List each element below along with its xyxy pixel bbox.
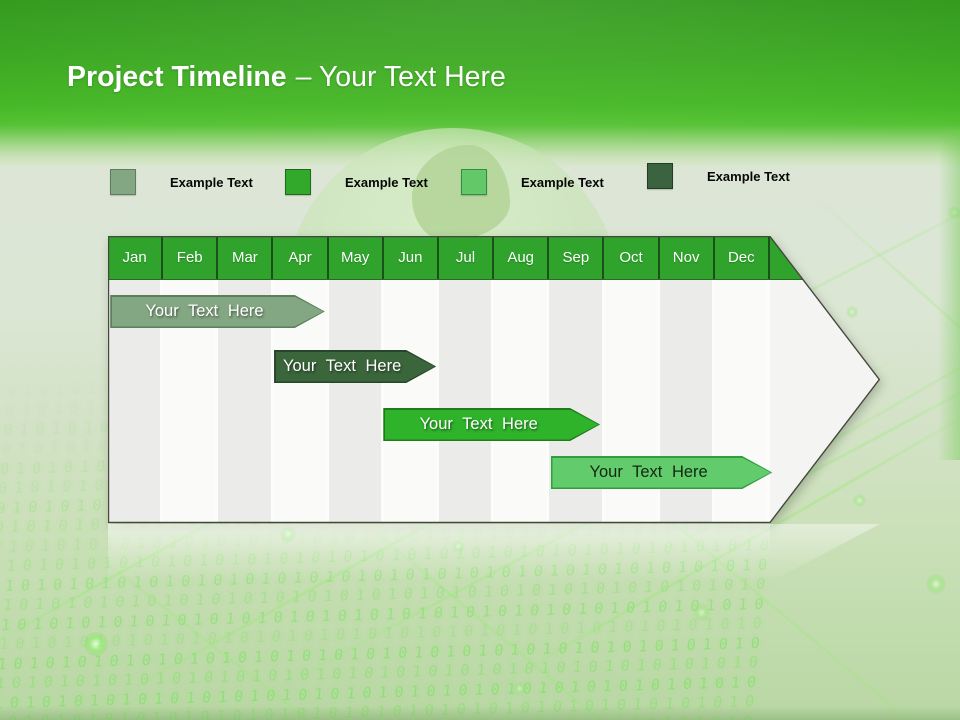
legend-swatch-3: [461, 169, 487, 195]
legend-item-2: Example Text: [285, 169, 428, 195]
legend-swatch-1: [110, 169, 136, 195]
legend-label-placeholder[interactable]: Example Text: [170, 174, 253, 190]
timeline-bar-fill: Your Text Here: [276, 352, 435, 382]
timeline-bar-fill: Your Text Here: [385, 410, 599, 440]
table-reflection: [108, 524, 770, 582]
glow-node: [693, 604, 710, 621]
legend-item-1: Example Text: [110, 169, 253, 195]
timeline-bar-4[interactable]: Your Text Here: [551, 456, 772, 489]
legend-swatch-4: [647, 163, 673, 189]
timeline-bar-label: Your Text Here: [589, 463, 708, 481]
timeline-bar-label: Your Text Here: [145, 302, 264, 320]
title-suffix-placeholder: – Your Text Here: [295, 61, 506, 93]
legend-item-4: Example Text: [647, 163, 790, 189]
slide-title[interactable]: Project Timeline– Your Text Here: [67, 61, 506, 94]
legend-item-3: Example Text: [461, 169, 604, 195]
timeline-bar-fill: Your Text Here: [552, 458, 770, 488]
timeline-bar-label: Your Text Here: [419, 415, 538, 433]
legend-label-placeholder[interactable]: Example Text: [345, 174, 428, 190]
legend-swatch-2: [285, 169, 311, 195]
timeline-bar-fill: Your Text Here: [112, 297, 324, 327]
legend-label-placeholder[interactable]: Example Text: [521, 174, 604, 190]
right-edge-glow: [938, 130, 960, 460]
timeline-bar-3[interactable]: Your Text Here: [383, 408, 600, 441]
glow-node: [926, 574, 946, 594]
bottom-edge-shade: [0, 706, 960, 720]
timeline-bar-1[interactable]: Your Text Here: [110, 295, 325, 328]
glow-node: [948, 206, 960, 219]
timeline-bar-label: Your Text Here: [283, 357, 402, 375]
glow-node: [513, 682, 526, 695]
glow-node: [84, 632, 108, 656]
title-main: Project Timeline: [67, 61, 287, 93]
legend-label-placeholder[interactable]: Example Text: [707, 168, 790, 184]
timeline-bar-2[interactable]: Your Text Here: [274, 350, 436, 383]
